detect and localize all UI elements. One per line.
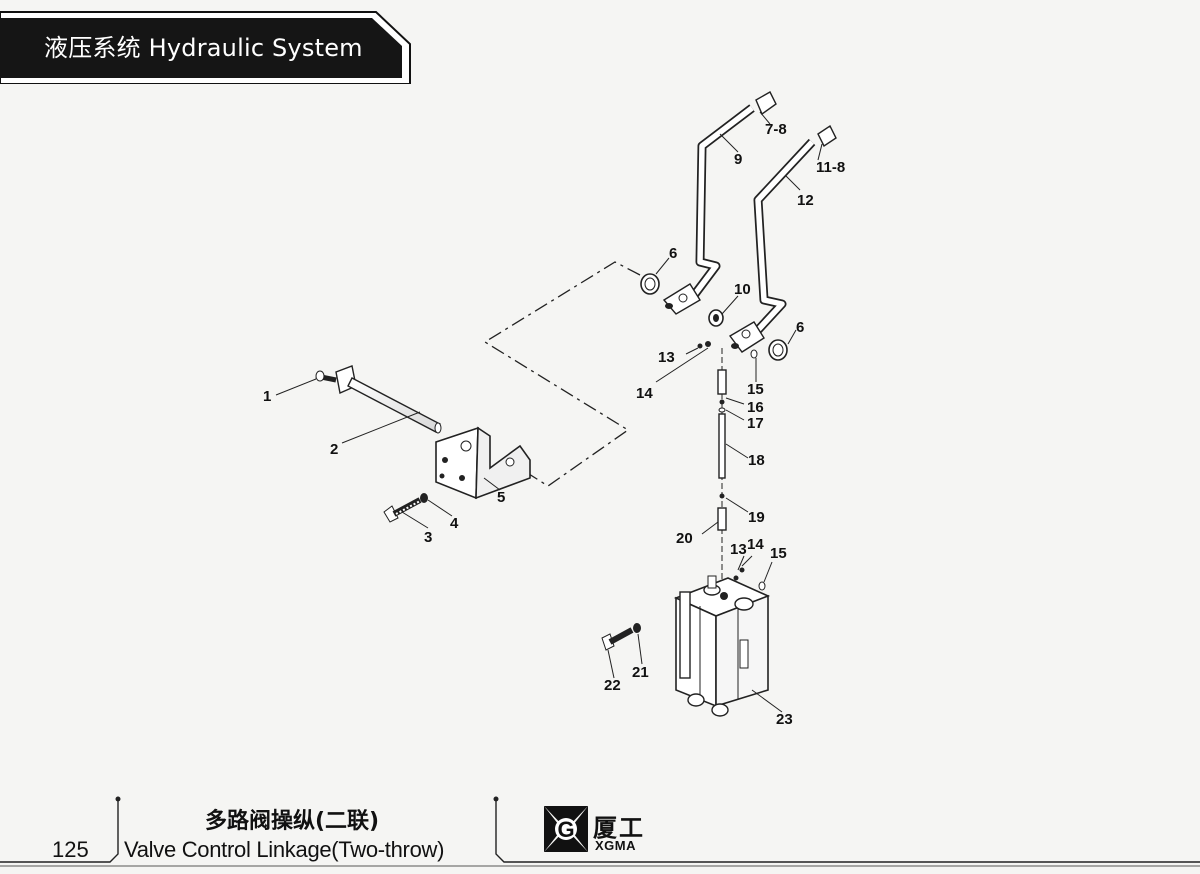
- xgma-logo-icon: G: [544, 806, 588, 852]
- callout-label: 11-8: [816, 159, 845, 176]
- brand-name-cn: 厦工: [593, 814, 645, 842]
- page-number: 125: [52, 837, 89, 862]
- part-1-bolt: [315, 370, 337, 383]
- callout-label: 15: [747, 381, 764, 398]
- callout-label: 19: [748, 509, 765, 526]
- part-21-washer: [633, 623, 641, 633]
- callout-label: 16: [747, 399, 764, 416]
- callout-label: 7-8: [765, 121, 787, 138]
- diagram-title-cn: 多路阀操纵(二联): [205, 809, 380, 834]
- callout-label: 10: [734, 281, 751, 298]
- callout-label: 5: [497, 489, 505, 506]
- callout-label: 6: [669, 245, 677, 262]
- diagram-title-en: Valve Control Linkage(Two-throw): [124, 837, 445, 862]
- callout-labels: 1 2 3 4 5 6 7-8 9 10 6 11-8 12 13 14 15 …: [263, 121, 845, 728]
- callout-label: 22: [604, 677, 621, 694]
- part-6-bushing: [640, 273, 660, 295]
- part-2-shaft: [335, 365, 442, 434]
- callout-label: 21: [632, 664, 649, 681]
- callout-label: 14: [636, 385, 653, 402]
- assembly-dashline: [483, 261, 641, 487]
- callout-label: 3: [424, 529, 432, 546]
- part-10-bushing: [708, 309, 724, 327]
- callout-label: 14: [747, 536, 764, 553]
- callout-label: 9: [734, 151, 742, 168]
- brand-name-en: XGMA: [595, 838, 636, 853]
- part-9-lever: [662, 91, 777, 315]
- callout-label: 2: [330, 441, 338, 458]
- callout-label: 17: [747, 415, 764, 432]
- callout-label: 4: [450, 515, 459, 532]
- part-13-14-15-hardware: [697, 341, 758, 359]
- callout-label: 15: [770, 545, 787, 562]
- callout-label: 1: [263, 388, 271, 405]
- part-6-bushing-right: [768, 339, 788, 361]
- callout-label: 20: [676, 530, 693, 547]
- part-18-connecting-rod: [717, 348, 727, 580]
- part-5-bracket: [435, 426, 531, 500]
- part-4-washer: [420, 493, 428, 503]
- part-12-lever: [728, 124, 837, 353]
- callout-label: 13: [730, 541, 747, 558]
- callout-label: 6: [796, 319, 804, 336]
- callout-label: 18: [748, 452, 765, 469]
- callout-label: 23: [776, 711, 793, 728]
- footer-rules: [0, 796, 1200, 867]
- part-3-bolt: [383, 497, 422, 523]
- leader-lines: [275, 111, 823, 713]
- part-22-bolt: [601, 627, 634, 651]
- logo-letter: G: [557, 817, 574, 842]
- callout-label: 12: [797, 192, 814, 209]
- header-title: 液压系统 Hydraulic System: [44, 34, 363, 62]
- part-23-multiway-valve: [673, 567, 771, 717]
- header-banner: [0, 11, 411, 84]
- callout-label: 13: [658, 349, 675, 366]
